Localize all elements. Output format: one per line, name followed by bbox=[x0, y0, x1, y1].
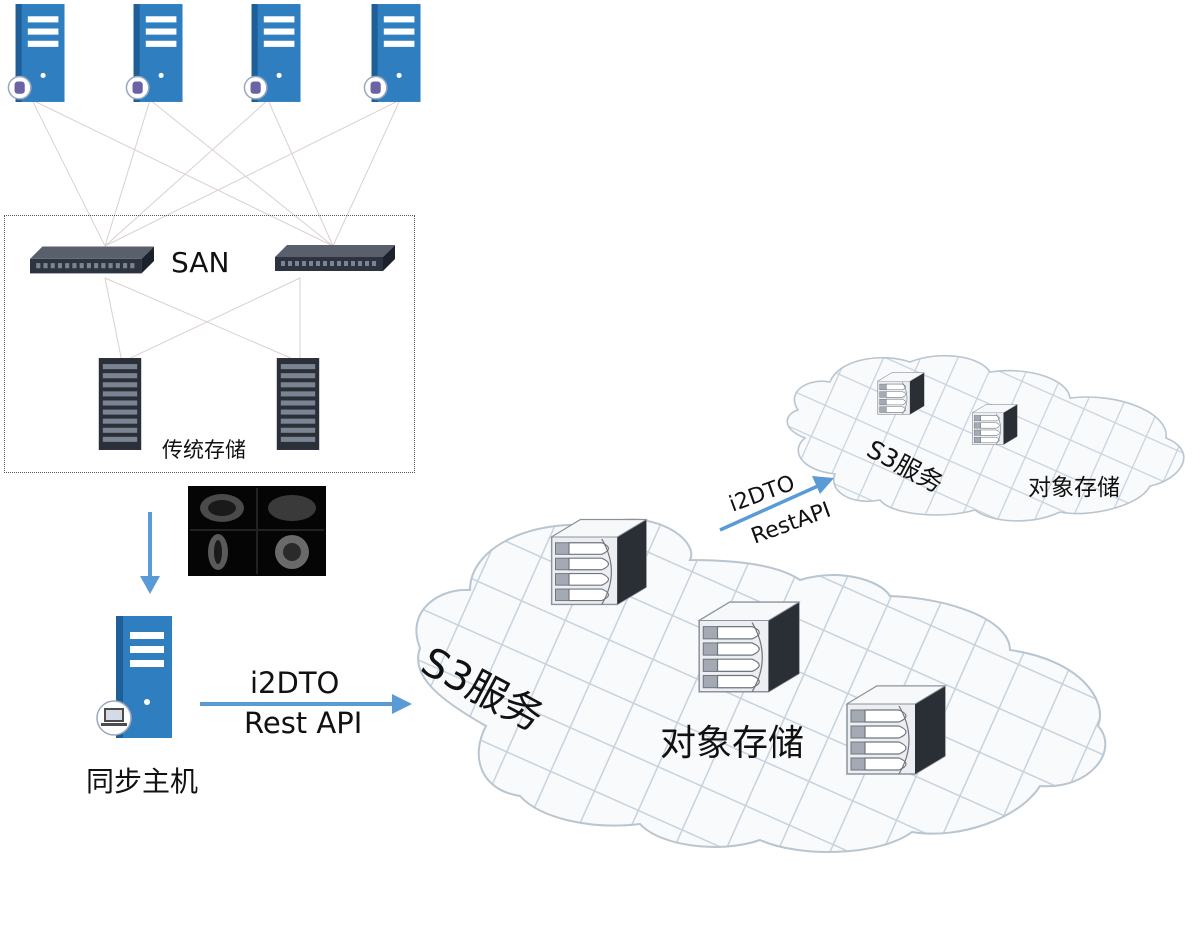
server-switch-links bbox=[31, 99, 401, 247]
app-servers bbox=[7, 3, 422, 103]
server-tower-icon bbox=[7, 3, 66, 103]
storage-node-icon bbox=[846, 685, 946, 775]
sync-host-icon bbox=[96, 616, 172, 738]
api-main-line2: Rest API bbox=[244, 706, 363, 740]
switch-storage-links bbox=[104, 277, 301, 363]
san-label: SAN bbox=[171, 246, 230, 279]
server-tower-icon bbox=[243, 3, 302, 103]
storage-node-icon bbox=[972, 404, 1018, 446]
san-storage-boundary bbox=[4, 215, 415, 473]
api-main-line1: i2DTO bbox=[250, 666, 340, 700]
down-arrow bbox=[140, 512, 160, 594]
server-tower-icon bbox=[125, 3, 184, 103]
storage-node-icon bbox=[550, 518, 647, 606]
medical-scan-image bbox=[188, 486, 326, 576]
remote-api-arrow bbox=[719, 476, 834, 532]
traditional-storage-label: 传统存储 bbox=[162, 438, 246, 462]
object-storage-main-label: 对象存储 bbox=[660, 723, 805, 764]
storage-node-icon bbox=[698, 601, 800, 693]
storage-node-icon bbox=[877, 372, 925, 415]
object-storage-remote-label: 对象存储 bbox=[1028, 475, 1120, 501]
sync-host-label: 同步主机 bbox=[86, 765, 199, 798]
main-api-arrow bbox=[200, 694, 412, 714]
server-tower-icon bbox=[363, 3, 422, 103]
